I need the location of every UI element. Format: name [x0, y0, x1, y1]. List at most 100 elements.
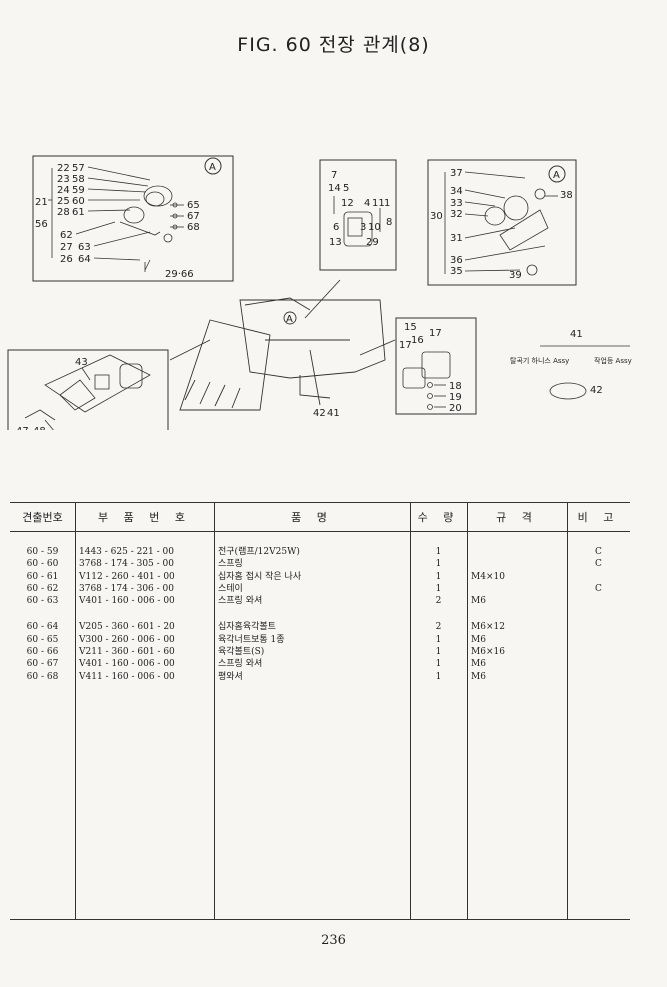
cell-qty: 1 [435, 547, 442, 557]
cell-name: 평와셔 [218, 671, 243, 682]
svg-text:24: 24 [57, 185, 70, 196]
svg-text:47: 47 [16, 426, 29, 430]
callout-41: 41 [327, 408, 340, 419]
column-divider [467, 502, 468, 920]
cell-no: 60 - 66 [26, 647, 59, 658]
cell-name: 스테이 [218, 583, 243, 594]
svg-text:8: 8 [386, 217, 392, 228]
svg-text:39: 39 [509, 270, 522, 281]
cell-no: 60 - 62 [26, 583, 59, 594]
svg-text:30: 30 [430, 211, 443, 222]
table-row: 60 - 67 V401 - 160 - 006 - 00 스프링 와셔 1 M… [10, 658, 630, 670]
svg-text:12: 12 [341, 198, 354, 209]
column-divider [410, 502, 411, 920]
svg-text:17: 17 [429, 328, 442, 339]
svg-text:27: 27 [60, 242, 73, 253]
cell-qty: 1 [435, 671, 442, 682]
svg-text:28: 28 [57, 207, 70, 218]
cell-spec: M6 [471, 634, 486, 645]
svg-text:31: 31 [450, 233, 463, 244]
svg-text:32: 32 [450, 209, 463, 220]
svg-text:탈곡기 하니스 Assy: 탈곡기 하니스 Assy [510, 356, 569, 365]
svg-text:1: 1 [384, 198, 390, 209]
table-row: 60 - 63 V401 - 160 - 006 - 00 스프링 와셔 2 M… [10, 595, 630, 607]
svg-text:33: 33 [450, 198, 463, 209]
svg-text:57: 57 [72, 163, 85, 174]
cell-part: 1443 - 625 - 221 - 00 [79, 547, 175, 557]
cell-note [567, 671, 630, 683]
cell-part: V211 - 360 - 601 - 60 [79, 647, 175, 658]
svg-text:58: 58 [72, 174, 85, 185]
cell-part: V205 - 360 - 601 - 20 [79, 622, 175, 633]
cell-part: V411 - 160 - 006 - 00 [79, 671, 175, 682]
header-part-number: 부 품 번 호 [75, 502, 214, 532]
table-row: 60 - 62 3768 - 174 - 306 - 00 스테이 1 C [10, 583, 630, 595]
cell-qty: 2 [435, 622, 442, 633]
table-row: 60 - 60 3768 - 174 - 305 - 00 스프링 1 C [10, 558, 630, 570]
cell-no: 60 - 64 [26, 622, 59, 633]
cell-note [567, 621, 630, 633]
svg-text:41: 41 [570, 329, 583, 340]
cell-spec: M6 [471, 671, 486, 682]
cell-part: V401 - 160 - 006 - 00 [79, 659, 175, 670]
cell-part: V112 - 260 - 401 - 00 [79, 571, 175, 582]
svg-text:5: 5 [343, 183, 349, 194]
table-row: 60 - 61 V112 - 260 - 401 - 00 십자홈 접시 작은 … [10, 571, 630, 583]
cell-note [567, 634, 630, 646]
svg-text:18: 18 [449, 381, 462, 392]
marker-a: A [209, 162, 216, 173]
cell-name: 전구(램프/12V25W) [218, 547, 300, 557]
cell-spec: M4×10 [471, 571, 505, 582]
table-row: 60 - 59 1443 - 625 - 221 - 00 전구(램프/12V2… [10, 546, 630, 558]
svg-text:11: 11 [372, 198, 385, 209]
svg-text:68: 68 [187, 222, 200, 233]
svg-text:34: 34 [450, 186, 463, 197]
svg-text:작업등 Assy: 작업등 Assy [594, 356, 632, 365]
cell-note [567, 571, 630, 583]
svg-text:A: A [553, 170, 560, 181]
svg-text:22: 22 [57, 163, 70, 174]
svg-text:10: 10 [368, 222, 381, 233]
page-number: 236 [321, 933, 346, 948]
svg-text:36: 36 [450, 255, 463, 266]
cell-no: 60 - 59 [26, 547, 59, 557]
cell-name: 스프링 와셔 [218, 596, 263, 607]
header-part-name: 품 명 [214, 502, 410, 532]
cell-spec: M6 [471, 659, 486, 670]
svg-text:63: 63 [78, 242, 91, 253]
cell-no: 60 - 63 [26, 596, 59, 607]
cell-spec: M6×16 [471, 647, 505, 658]
svg-text:67: 67 [187, 211, 200, 222]
cell-no: 60 - 67 [26, 659, 59, 670]
svg-text:59: 59 [72, 185, 85, 196]
cell-note: C [595, 559, 602, 570]
svg-text:20: 20 [449, 403, 462, 414]
cell-part: 3768 - 174 - 306 - 00 [79, 583, 175, 594]
cell-name: 스프링 [218, 559, 243, 570]
detail-box-e: 43 4748 4445 [7, 349, 169, 430]
svg-text:23: 23 [57, 174, 70, 185]
machine-overview [169, 279, 396, 411]
cell-qty: 2 [435, 596, 442, 607]
svg-text:25: 25 [57, 196, 70, 207]
cell-note [567, 595, 630, 607]
svg-text:65: 65 [187, 200, 200, 211]
callout-42: 42 [313, 408, 326, 419]
svg-text:15: 15 [404, 322, 417, 333]
svg-text:38: 38 [560, 190, 573, 201]
header-quantity: 수 량 [410, 502, 467, 532]
svg-text:3: 3 [360, 222, 366, 233]
svg-text:17: 17 [399, 340, 412, 351]
svg-text:62: 62 [60, 230, 73, 241]
svg-text:43: 43 [75, 357, 88, 368]
cell-spec [467, 546, 567, 558]
svg-text:13: 13 [329, 237, 342, 248]
svg-text:14: 14 [328, 183, 341, 194]
svg-text:56: 56 [35, 219, 48, 230]
cell-spec: M6×12 [471, 622, 505, 633]
svg-text:37: 37 [450, 168, 463, 179]
cell-qty: 1 [435, 583, 442, 594]
